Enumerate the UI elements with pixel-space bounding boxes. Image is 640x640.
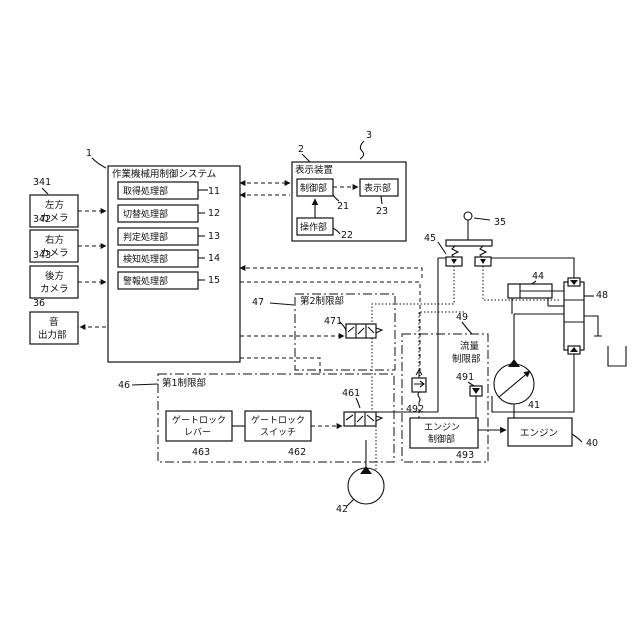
system-reference: 3 bbox=[360, 130, 372, 159]
svg-text:制限部: 制限部 bbox=[452, 353, 481, 365]
svg-text:第1制限部: 第1制限部 bbox=[162, 377, 206, 389]
svg-text:3: 3 bbox=[366, 130, 372, 141]
svg-text:11: 11 bbox=[208, 186, 220, 197]
svg-text:471: 471 bbox=[324, 316, 342, 327]
svg-text:切替処理部: 切替処理部 bbox=[123, 208, 168, 220]
link-valve-system bbox=[240, 268, 422, 278]
svg-text:流量: 流量 bbox=[460, 340, 480, 352]
svg-text:左方: 左方 bbox=[45, 199, 64, 211]
svg-text:461: 461 bbox=[342, 388, 360, 399]
svg-text:41: 41 bbox=[528, 400, 540, 411]
svg-text:操作部: 操作部 bbox=[300, 221, 327, 233]
svg-text:47: 47 bbox=[252, 297, 264, 308]
svg-text:スイッチ: スイッチ bbox=[260, 427, 296, 438]
display-device: 2 表示装置 制御部 21 表示部 23 操作部 22 bbox=[292, 144, 406, 241]
svg-text:48: 48 bbox=[596, 290, 608, 301]
link-system-first-limit bbox=[240, 358, 320, 374]
svg-text:21: 21 bbox=[337, 201, 349, 212]
svg-text:表示部: 表示部 bbox=[364, 182, 391, 194]
flow-limit-group: 49 流量 制限部 492 491 エンジン 制御部 493 bbox=[402, 312, 488, 462]
svg-text:342: 342 bbox=[33, 214, 51, 225]
svg-text:49: 49 bbox=[456, 312, 468, 323]
svg-text:警報処理部: 警報処理部 bbox=[123, 275, 168, 287]
svg-text:エンジン: エンジン bbox=[520, 428, 558, 439]
svg-text:作業機械用制御システム: 作業機械用制御システム bbox=[112, 168, 216, 180]
svg-text:341: 341 bbox=[33, 177, 51, 188]
svg-text:2: 2 bbox=[298, 144, 304, 155]
svg-text:14: 14 bbox=[208, 253, 220, 264]
svg-text:検知処理部: 検知処理部 bbox=[123, 253, 168, 265]
svg-text:エンジン: エンジン bbox=[424, 423, 460, 433]
svg-text:右方: 右方 bbox=[45, 234, 64, 246]
svg-text:492: 492 bbox=[406, 404, 424, 415]
engine: エンジン 40 bbox=[478, 418, 598, 449]
operation-lever: 35 bbox=[446, 212, 506, 258]
sound-output: 36 音 出力部 bbox=[30, 298, 106, 344]
svg-text:42: 42 bbox=[336, 504, 348, 515]
svg-text:制御部: 制御部 bbox=[428, 433, 455, 445]
first-limit-group: 46 第1制限部 ゲートロック レバー 463 ゲートロック スイッチ 462 … bbox=[118, 374, 394, 462]
svg-text:判定処理部: 判定処理部 bbox=[123, 231, 168, 243]
svg-text:22: 22 bbox=[341, 230, 353, 241]
svg-text:46: 46 bbox=[118, 380, 130, 391]
svg-text:493: 493 bbox=[456, 450, 474, 461]
svg-text:35: 35 bbox=[494, 217, 506, 228]
svg-text:表示装置: 表示装置 bbox=[295, 164, 333, 176]
svg-text:36: 36 bbox=[33, 298, 45, 309]
svg-text:15: 15 bbox=[208, 275, 220, 286]
svg-text:40: 40 bbox=[586, 438, 598, 449]
svg-text:23: 23 bbox=[376, 206, 388, 217]
svg-text:343: 343 bbox=[33, 250, 51, 261]
control-valve-48: 48 bbox=[564, 278, 608, 354]
svg-text:45: 45 bbox=[424, 233, 436, 244]
svg-text:出力部: 出力部 bbox=[38, 329, 67, 341]
pump-42: 42 bbox=[336, 440, 384, 515]
svg-text:462: 462 bbox=[288, 447, 306, 458]
svg-text:制御部: 制御部 bbox=[300, 182, 327, 194]
svg-text:音: 音 bbox=[49, 316, 59, 328]
svg-text:491: 491 bbox=[456, 372, 474, 383]
tank bbox=[608, 346, 626, 366]
svg-text:ゲートロック: ゲートロック bbox=[172, 414, 226, 426]
svg-text:13: 13 bbox=[208, 231, 220, 242]
svg-text:後方: 後方 bbox=[45, 270, 64, 282]
svg-text:取得処理部: 取得処理部 bbox=[123, 185, 168, 197]
cylinder-44: 44 bbox=[508, 271, 572, 314]
pump-41: 41 bbox=[494, 314, 540, 418]
svg-text:44: 44 bbox=[532, 271, 544, 282]
second-limit-group: 47 第2制限部 471 bbox=[240, 294, 395, 370]
svg-text:12: 12 bbox=[208, 208, 220, 219]
svg-text:第2制限部: 第2制限部 bbox=[300, 295, 344, 307]
svg-text:カメラ: カメラ bbox=[40, 284, 69, 295]
svg-text:1: 1 bbox=[86, 148, 92, 159]
svg-text:463: 463 bbox=[192, 447, 210, 458]
control-system: 1 作業機械用制御システム 取得処理部 11 切替処理部 12 判定処理部 13… bbox=[86, 148, 240, 362]
svg-text:レバー: レバー bbox=[184, 427, 211, 438]
svg-text:ゲートロック: ゲートロック bbox=[251, 414, 305, 426]
